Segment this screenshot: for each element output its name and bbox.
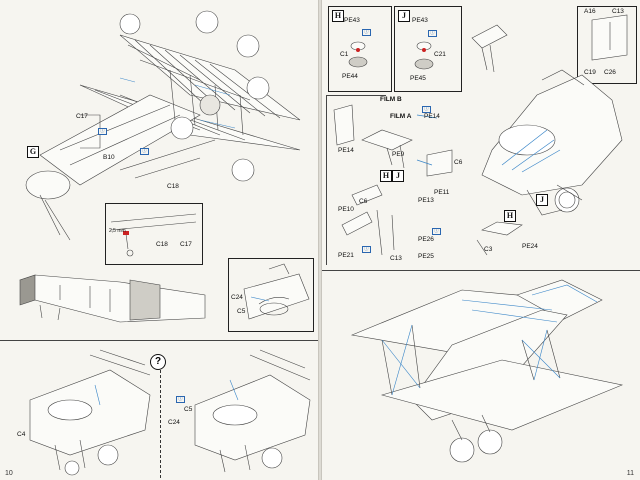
glue-tag-2: ⓘ (140, 148, 149, 155)
part-pe13-label: PE13 (418, 197, 434, 204)
cockpit-detail-drawing (243, 263, 310, 320)
part-c6-label: C6 (359, 198, 368, 205)
step-h-marker: H (332, 10, 344, 22)
glue-tag-r5: ⓘ (432, 228, 441, 235)
part-pe14-top-label: PE14 (424, 113, 440, 120)
book-gutter (318, 0, 322, 480)
glue-tag-r1: ⓘ (362, 29, 371, 36)
cockpit-detail-box: C24 C5 (228, 258, 314, 332)
cockpit-option-drawings (29, 349, 311, 476)
left-page: G C17 B10 C18 ⓘ ⓘ 2,5 mm C18 C17 (0, 0, 318, 480)
part-c24-label: C24 (168, 419, 180, 426)
glue-tag-r2: ⓘ (428, 30, 437, 37)
glue-tag-3: ⓘ (176, 396, 185, 403)
part-a16-label: A16 (584, 8, 596, 15)
full-aircraft-drawing (350, 279, 624, 463)
detail-a16-box (577, 6, 637, 84)
glue-tag-r3: ⓘ (422, 106, 431, 113)
step-j-box (394, 6, 462, 92)
detail-inset-box: 2,5 mm C18 C17 (105, 203, 203, 265)
strut-detail-drawing (110, 213, 197, 257)
part-c17-label: C17 (76, 113, 88, 120)
cockpit-section-top-rule (326, 95, 386, 96)
part-c13-label: C13 (390, 255, 402, 262)
instrument-parts-drawing (348, 14, 628, 73)
part-c6-right-label: C6 (454, 159, 463, 166)
part-c4-label: C4 (17, 431, 26, 438)
step-h-box (328, 6, 392, 92)
part-pe21-label: PE21 (338, 252, 354, 259)
part-c17-detail-label: C17 (180, 241, 192, 248)
part-c18-detail-label: C18 (156, 241, 168, 248)
part-c13-top-label: C13 (612, 8, 624, 15)
part-pe9-label: PE9 (392, 151, 405, 158)
part-pe11-label: PE11 (434, 189, 450, 196)
option-question-mark: ? (150, 354, 166, 370)
glue-tag: ⓘ (98, 128, 107, 135)
part-c21-label: C21 (434, 51, 446, 58)
wing-assembly-drawing (19, 10, 301, 323)
part-c26-label: C26 (604, 69, 616, 76)
part-pe43-h-label: PE43 (344, 17, 360, 24)
part-pe24-label: PE24 (522, 243, 538, 250)
film-b-label: FILM B (380, 96, 402, 103)
step-j-marker: J (398, 10, 410, 22)
part-pe14-label: PE14 (338, 147, 354, 154)
option-divider (160, 370, 161, 478)
measure-label: 2,5 mm (109, 228, 126, 234)
part-c24-top-label: C24 (231, 294, 243, 301)
right-page: H J PE43 C1 PE44 PE43 C21 PE45 A16 C13 C… (322, 0, 640, 480)
part-pe25-label: PE25 (418, 253, 434, 260)
part-c1-label: C1 (340, 51, 349, 58)
part-pe44-label: PE44 (342, 73, 358, 80)
part-pe26-label: PE26 (418, 236, 434, 243)
part-pe45-label: PE45 (410, 75, 426, 82)
part-c5-top-label: C5 (237, 308, 246, 315)
glue-tag-r4: ⓘ (362, 246, 371, 253)
film-a-label: FILM A (390, 113, 412, 120)
left-section-divider (0, 340, 318, 341)
cockpit-interior-drawing (333, 69, 623, 256)
step-j-marker-2: J (392, 170, 404, 182)
part-c3-label: C3 (484, 246, 493, 253)
step-h-marker-2: H (380, 170, 392, 182)
part-b10-label: B10 (103, 154, 115, 161)
step-h-marker-3: H (504, 210, 516, 222)
right-section-divider (322, 270, 640, 271)
part-pe43-j-label: PE43 (412, 17, 428, 24)
part-c18-label: C18 (167, 183, 179, 190)
part-c19-label: C19 (584, 69, 596, 76)
step-g-marker: G (27, 146, 39, 158)
step-j-marker-3: J (536, 194, 548, 206)
page-number-right: 11 (626, 470, 634, 477)
part-pe10-label: PE10 (338, 206, 354, 213)
cockpit-section-left-rule (326, 95, 327, 265)
part-c5-label: C5 (184, 406, 193, 413)
page-number-left: 10 (5, 470, 13, 477)
